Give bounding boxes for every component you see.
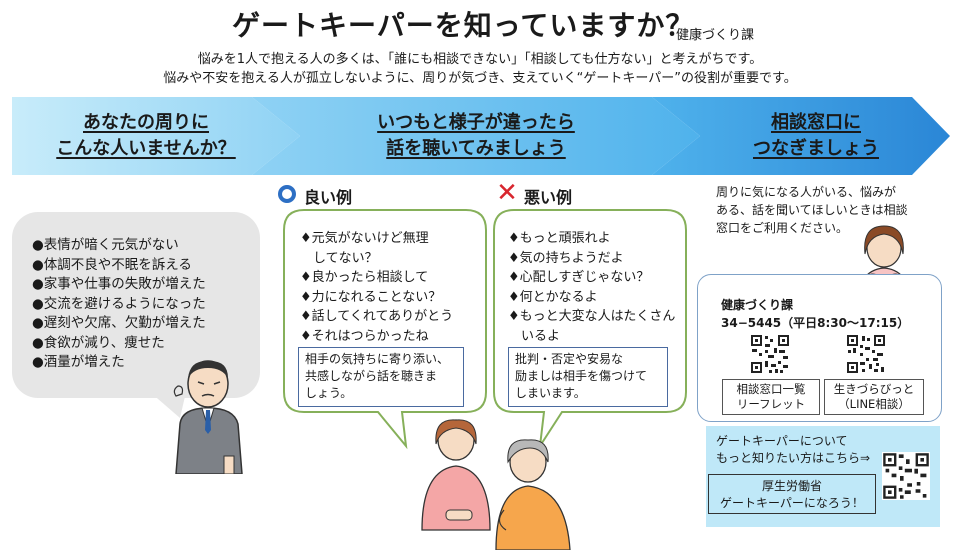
step-1-line-2: こんな人いませんか？ — [56, 138, 236, 159]
contact-intro: 周りに気になる人がいる、悩みが ある、話を聞いてほしいときは相談 窓口をご利用く… — [716, 183, 936, 237]
list-item: ●酒量が増えた — [32, 354, 125, 370]
contact-name: 健康づくり課 — [721, 298, 794, 312]
list-item: ♦力になれることない？ — [300, 289, 442, 305]
step-arrows — [12, 97, 950, 175]
listening-people-illustration — [421, 419, 571, 550]
step-2-line-1: いつもと様子が違ったら — [377, 112, 575, 133]
note-line: 励ましは相手を傷つけて — [515, 369, 648, 383]
note-line: しまいます。 — [515, 386, 586, 400]
list-item: ●表情が暗く元気がない — [32, 237, 179, 253]
good-example-heading: 良い例 — [304, 188, 353, 207]
cross-mark-icon: ✕ — [496, 178, 518, 208]
step-1-label: あなたの周りに こんな人いませんか？ — [28, 110, 264, 162]
more-info-line: もっと知りたい方はこちら⇒ — [716, 451, 871, 465]
step-3-line-1: 相談窓口に — [771, 112, 861, 133]
mhlw-line: 厚生労働省 — [761, 479, 822, 493]
list-item: ●家事や仕事の失敗が増えた — [32, 276, 206, 292]
list-item: してない？ — [300, 250, 378, 266]
step-2-label: いつもと様子が違ったら 話を聴いてみましょう — [316, 110, 636, 162]
note-line: 相手の気持ちに寄り添い、 — [305, 352, 450, 366]
department-label: 健康づくり課 — [676, 28, 755, 43]
list-item: ●遅刻や欠席、欠勤が増えた — [32, 315, 206, 331]
note-line: 批判・否定や安易な — [515, 352, 624, 366]
qr1-label-line: リーフレット — [736, 397, 806, 411]
list-item: ♦心配しすぎじゃない？ — [508, 270, 650, 285]
good-example-note: 相手の気持ちに寄り添い、 共感しながら話を聴きま しょう。 — [298, 347, 464, 407]
step-arrow-2 — [252, 97, 700, 175]
step-3-label: 相談窓口に つなぎましょう — [716, 110, 916, 162]
list-item: ♦気の持ちようだよ — [508, 250, 624, 266]
circle-mark-icon — [278, 185, 296, 203]
list-item: ♦話してくれてありがとう — [300, 309, 454, 324]
mhlw-link[interactable]: 厚生労働省 ゲートキーパーになろう！ — [708, 474, 876, 514]
list-item: いるよ — [508, 328, 561, 344]
qr-code-icon[interactable] — [750, 334, 790, 374]
note-line: 共感しながら話を聴きま — [305, 369, 438, 383]
qr-code-icon[interactable] — [846, 334, 886, 374]
more-info-text: ゲートキーパーについて もっと知りたい方はこちら⇒ — [716, 433, 870, 467]
qr1-label-line: 相談窓口一覧 — [736, 382, 806, 396]
contact-phone: 34−5445（平日8:30〜17:15） — [721, 316, 910, 330]
list-item: ♦それはつらかったね — [300, 328, 429, 344]
list-item: ●交流を避けるようになった — [32, 295, 206, 312]
bad-example-note: 批判・否定や安易な 励ましは相手を傷つけて しまいます。 — [508, 347, 668, 407]
step-1-line-1: あなたの周りに — [83, 112, 209, 133]
bad-example-heading: 悪い例 — [524, 188, 573, 207]
page-title: ゲートキーパーを知っていますか？ — [232, 9, 695, 42]
contact-intro-line: 窓口をご利用ください。 — [716, 221, 849, 235]
qr1-label: 相談窓口一覧 リーフレット — [722, 379, 820, 415]
qr2-label-line: 生きづらびっと — [833, 382, 915, 396]
step-arrow-1 — [12, 97, 300, 175]
intro-text: 悩みを1人で抱える人の多くは、「誰にも相談できない」「相談しても仕方ない」と考え… — [0, 50, 960, 88]
signs-list: ●表情が暗く元気がない ●体調不良や不眠を訴える ●家事や仕事の失敗が増えた ●… — [32, 236, 206, 373]
list-item: ●体調不良や不眠を訴える — [32, 256, 192, 273]
list-item: ♦もっと頑張れよ — [508, 231, 611, 246]
contact-intro-line: 周りに気になる人がいる、悩みが — [716, 185, 897, 199]
list-item: ♦もっと大変な人はたくさん — [508, 309, 676, 324]
good-example-list: ♦元気がないけど無理 してない？ ♦良かったら相談して ♦力になれることない？ … — [300, 229, 480, 346]
troubled-man-illustration — [173, 360, 243, 474]
qr2-label-line: （LINE相談） — [838, 397, 910, 411]
more-info-line: ゲートキーパーについて — [716, 434, 848, 448]
list-item: ●食欲が減り、痩せた — [32, 334, 165, 351]
mhlw-line: ゲートキーパーになろう！ — [720, 496, 864, 510]
list-item: ♦何とかなるよ — [508, 289, 598, 305]
qr2-label: 生きづらびっと （LINE相談） — [824, 379, 924, 415]
step-3-line-2: つなぎましょう — [753, 138, 879, 159]
signs-bubble-tail — [150, 392, 186, 418]
list-item: ♦良かったら相談して — [300, 270, 429, 285]
qr-code-icon[interactable] — [882, 452, 930, 500]
intro-line-2: 悩みや不安を抱える人が孤立しないように、周りが気づき、支えていく“ゲートキーパー… — [163, 71, 797, 86]
contact-intro-line: ある、話を聞いてほしいときは相談 — [716, 203, 908, 217]
list-item: ♦元気がないけど無理 — [300, 231, 429, 246]
step-arrow-3 — [652, 97, 950, 175]
bad-example-list: ♦もっと頑張れよ ♦気の持ちようだよ ♦心配しすぎじゃない？ ♦何とかなるよ ♦… — [508, 229, 684, 346]
step-2-line-2: 話を聴いてみましょう — [386, 138, 566, 159]
intro-line-1: 悩みを1人で抱える人の多くは、「誰にも相談できない」「相談しても仕方ない」と考え… — [197, 52, 763, 67]
note-line: しょう。 — [305, 386, 353, 400]
